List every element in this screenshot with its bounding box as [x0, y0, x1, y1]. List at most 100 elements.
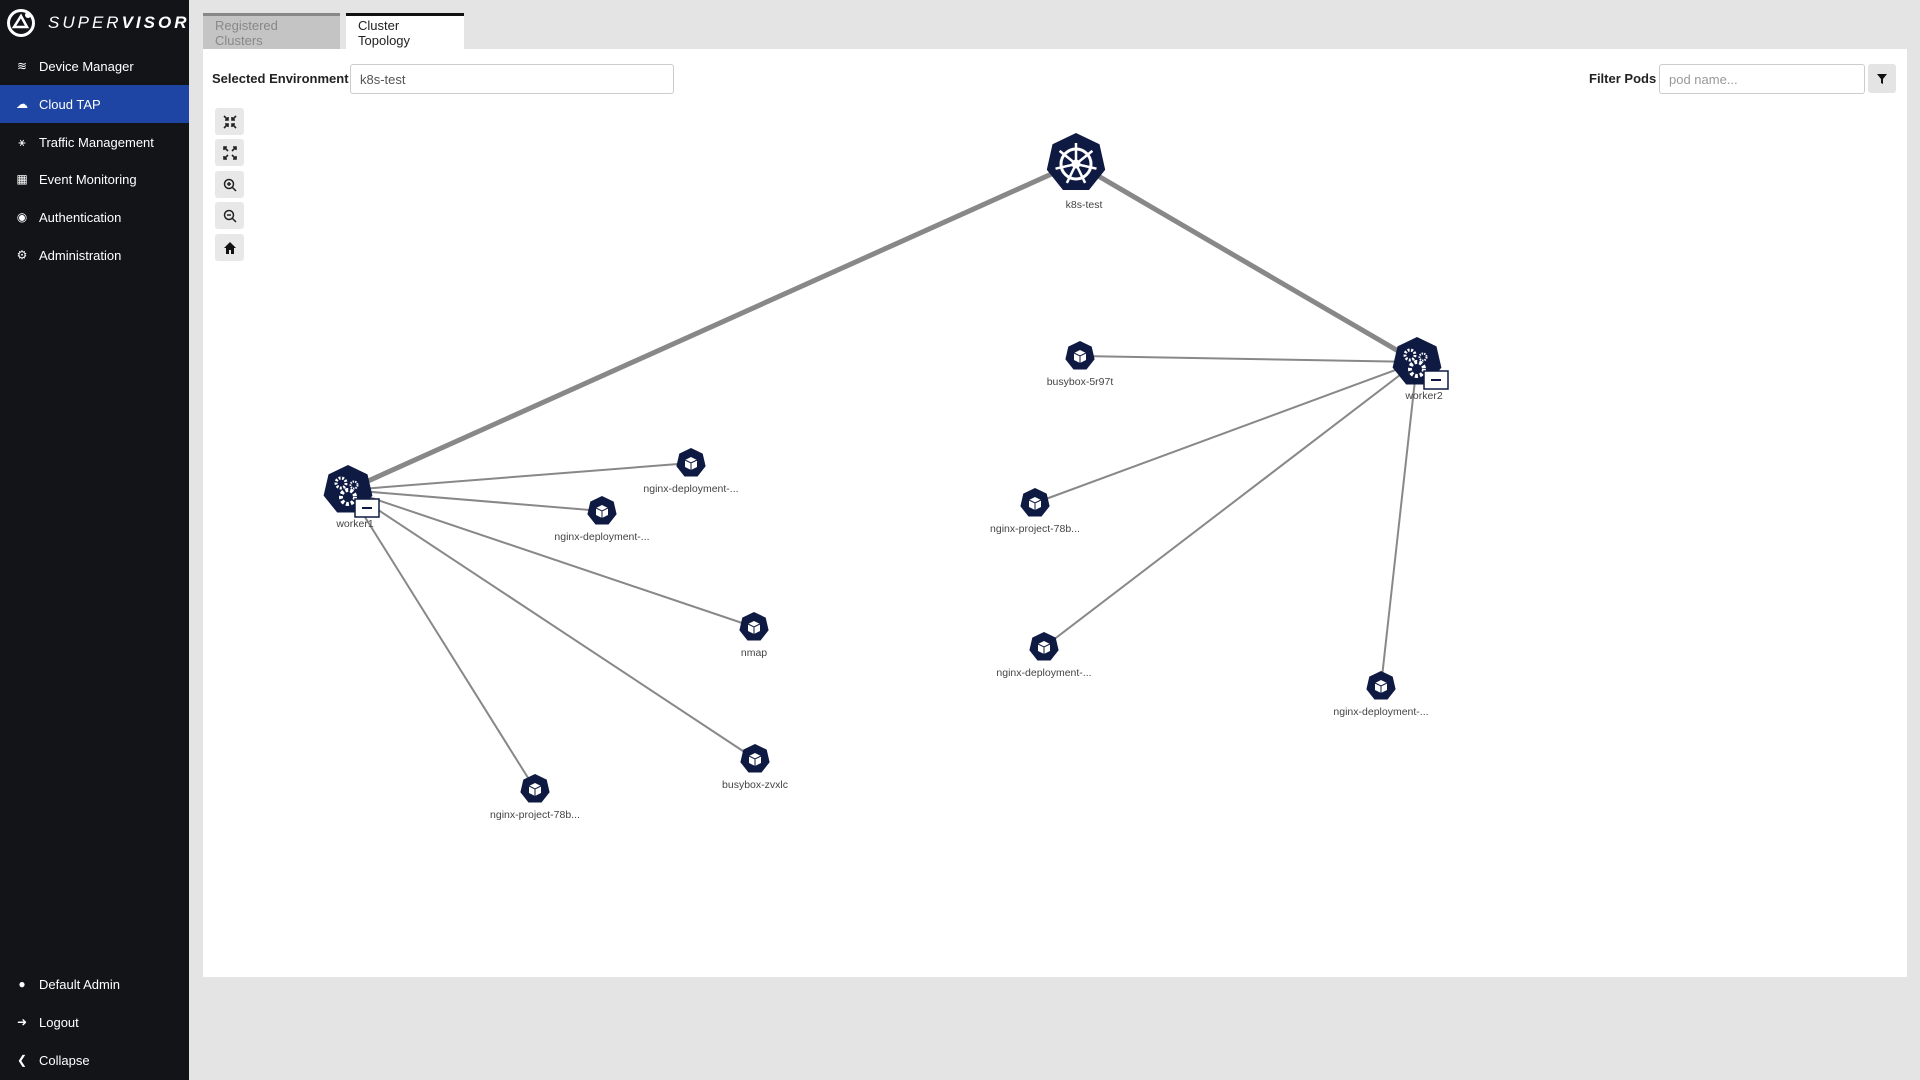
label: Cloud TAP	[39, 96, 101, 112]
home-button[interactable]	[215, 234, 244, 261]
node-label: nginx-deployment-...	[554, 531, 649, 543]
cloud-icon: ☁	[16, 97, 28, 111]
zoom-in-icon	[223, 178, 237, 192]
cube-icon	[748, 753, 762, 766]
collapse-node-button[interactable]	[1423, 370, 1449, 390]
logout-button[interactable]: ➜ Logout	[0, 1003, 189, 1041]
environment-label: Selected Environment	[212, 71, 349, 86]
sidebar: SUPERVISOR ≋ Device Manager ☁ Cloud TAP ⚹ T…	[0, 0, 189, 1080]
label: Default Admin	[39, 976, 120, 992]
pod-node[interactable]: nginx-project-78b...	[490, 774, 580, 821]
cube-icon	[684, 457, 698, 470]
label: Collapse	[39, 1052, 90, 1068]
collapse-node-button[interactable]	[354, 498, 380, 518]
node-label: nginx-deployment-...	[1333, 706, 1428, 718]
cube-icon	[1037, 641, 1051, 654]
logo-icon	[7, 9, 35, 37]
compress-icon	[222, 114, 237, 129]
edge	[347, 489, 536, 790]
zoom-in-button[interactable]	[215, 171, 244, 198]
gears-icon	[334, 476, 359, 506]
home-icon	[223, 241, 236, 254]
user-icon: ●	[18, 977, 26, 991]
expand-all-button[interactable]	[215, 139, 244, 166]
pod-node[interactable]: nginx-deployment-...	[1333, 671, 1429, 718]
zoom-out-button[interactable]	[215, 202, 244, 229]
cube-icon	[1374, 680, 1388, 693]
pod-node[interactable]: nmap	[739, 612, 769, 659]
edge	[347, 489, 603, 512]
filter-icon	[1877, 73, 1887, 84]
zoom-out-icon	[223, 209, 237, 223]
cube-icon	[528, 783, 542, 796]
tab-registered-clusters[interactable]: Registered Clusters	[203, 13, 340, 49]
pod-node[interactable]: nginx-deployment-...	[996, 632, 1092, 679]
sidebar-item-authentication[interactable]: ◉ Authentication	[0, 198, 189, 236]
user-circle-icon: ◉	[16, 210, 28, 224]
node-label: worker1	[335, 518, 374, 530]
gear-icon: ⚙	[16, 248, 28, 262]
environment-input[interactable]	[350, 64, 674, 94]
pod-node[interactable]: nginx-deployment-...	[643, 448, 739, 495]
label: Authentication	[39, 209, 122, 225]
label: Event Monitoring	[39, 171, 137, 187]
filter-pods-input[interactable]	[1659, 64, 1865, 94]
edge	[346, 160, 1078, 493]
edge	[1034, 361, 1418, 504]
edge	[1074, 160, 1419, 365]
network-icon: ⚹	[18, 134, 26, 149]
tab-cluster-topology[interactable]: Cluster Topology	[346, 13, 464, 49]
calendar-clock-icon: ▦	[16, 172, 28, 186]
expand-icon	[222, 145, 237, 160]
filter-pods-label: Filter Pods	[1589, 71, 1657, 86]
pod-node[interactable]: nginx-project-78b...	[990, 488, 1080, 535]
label: Traffic Management	[39, 134, 154, 150]
cube-icon	[595, 505, 609, 518]
label: Logout	[39, 1014, 79, 1030]
sidebar-item-default-admin[interactable]: ● Default Admin	[0, 965, 189, 1003]
sidebar-item-traffic-management[interactable]: ⚹ Traffic Management	[0, 123, 189, 161]
node-label: busybox-5r97t	[1047, 376, 1114, 388]
node-label: nginx-project-78b...	[990, 523, 1080, 535]
logout-icon: ➜	[16, 1015, 28, 1029]
sidebar-item-cloud-tap[interactable]: ☁ Cloud TAP	[0, 85, 189, 123]
cube-icon	[1028, 497, 1042, 510]
cube-icon	[747, 621, 761, 634]
node-label: nginx-deployment-...	[643, 483, 738, 495]
edge	[347, 489, 755, 628]
logo[interactable]: SUPERVISOR	[6, 8, 189, 38]
helm-wheel-icon	[1055, 143, 1097, 184]
pod-node[interactable]: busybox-5r97t	[1047, 341, 1114, 388]
edge	[347, 489, 756, 760]
label: Device Manager	[39, 58, 134, 74]
pod-node[interactable]: nginx-deployment-...	[554, 496, 650, 543]
edge	[347, 462, 692, 491]
layers-icon: ≋	[16, 59, 28, 73]
collapse-all-button[interactable]	[215, 108, 244, 135]
cube-icon	[1073, 350, 1087, 363]
chevron-left-icon: ❮	[16, 1053, 28, 1067]
node-label: worker2	[1404, 390, 1443, 402]
tab-bar: Registered Clusters Cluster Topology	[203, 13, 464, 49]
sidebar-item-event-monitoring[interactable]: ▦ Event Monitoring	[0, 160, 189, 198]
cluster-node[interactable]: k8s-test	[1046, 133, 1106, 211]
edge	[1380, 361, 1418, 687]
edge	[1043, 361, 1418, 648]
topology-panel: k8s-test worker1 worker2 busybox-5r97t nginx…	[203, 49, 1907, 977]
edge	[1079, 355, 1418, 363]
node-label: nmap	[741, 647, 767, 659]
node-label: busybox-zvxlc	[722, 779, 788, 791]
topology-graph[interactable]: k8s-test worker1 worker2 busybox-5r97t nginx…	[203, 49, 1907, 977]
worker-node[interactable]: worker1	[323, 465, 380, 530]
worker-node[interactable]: worker2	[1392, 337, 1449, 402]
collapse-button[interactable]: ❮ Collapse	[0, 1041, 189, 1079]
sidebar-item-device-manager[interactable]: ≋ Device Manager	[0, 47, 189, 85]
pod-node[interactable]: busybox-zvxlc	[722, 744, 788, 791]
app-name: SUPERVISOR	[48, 13, 190, 32]
node-label: k8s-test	[1066, 199, 1103, 211]
filter-button[interactable]	[1868, 64, 1896, 93]
node-label: nginx-deployment-...	[996, 667, 1091, 679]
gears-icon	[1403, 348, 1428, 378]
node-label: nginx-project-78b...	[490, 809, 580, 821]
sidebar-item-administration[interactable]: ⚙Administration	[0, 236, 189, 274]
